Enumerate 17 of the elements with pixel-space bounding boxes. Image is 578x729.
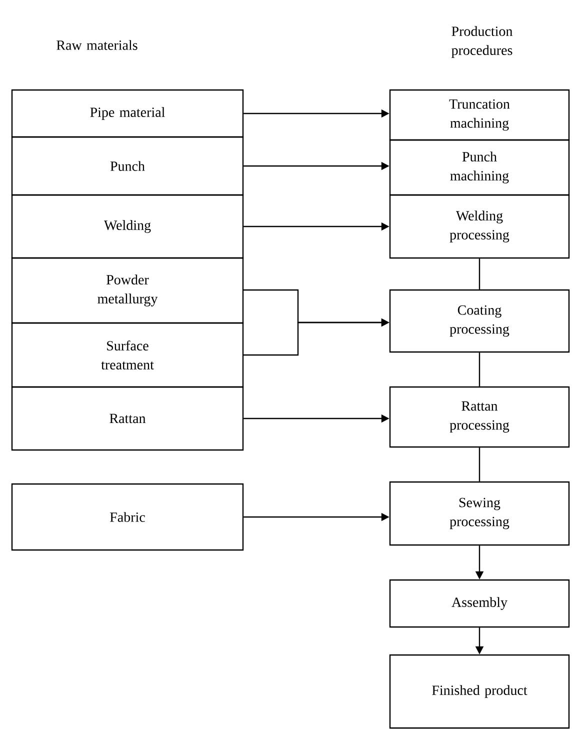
process-box: Finished product <box>389 654 570 729</box>
process-box: Truncation machining <box>389 89 570 141</box>
column-heading: Raw materials <box>56 40 138 50</box>
process-box: Pipe material <box>11 89 244 138</box>
column-heading: Production procedures <box>452 26 512 58</box>
process-box: Fabric <box>11 483 244 551</box>
process-box: Punch machining <box>389 139 570 196</box>
process-box: Welding <box>11 194 244 259</box>
process-box: Surface treatment <box>11 322 244 388</box>
process-box: Coating processing <box>389 289 570 353</box>
process-box: Sewing processing <box>389 481 570 546</box>
process-box: Powder metallurgy <box>11 257 244 324</box>
process-box: Assembly <box>389 579 570 628</box>
process-box: Rattan <box>11 386 244 451</box>
process-box: Punch <box>11 136 244 196</box>
process-box: Welding processing <box>389 194 570 259</box>
process-box: Rattan processing <box>389 386 570 448</box>
